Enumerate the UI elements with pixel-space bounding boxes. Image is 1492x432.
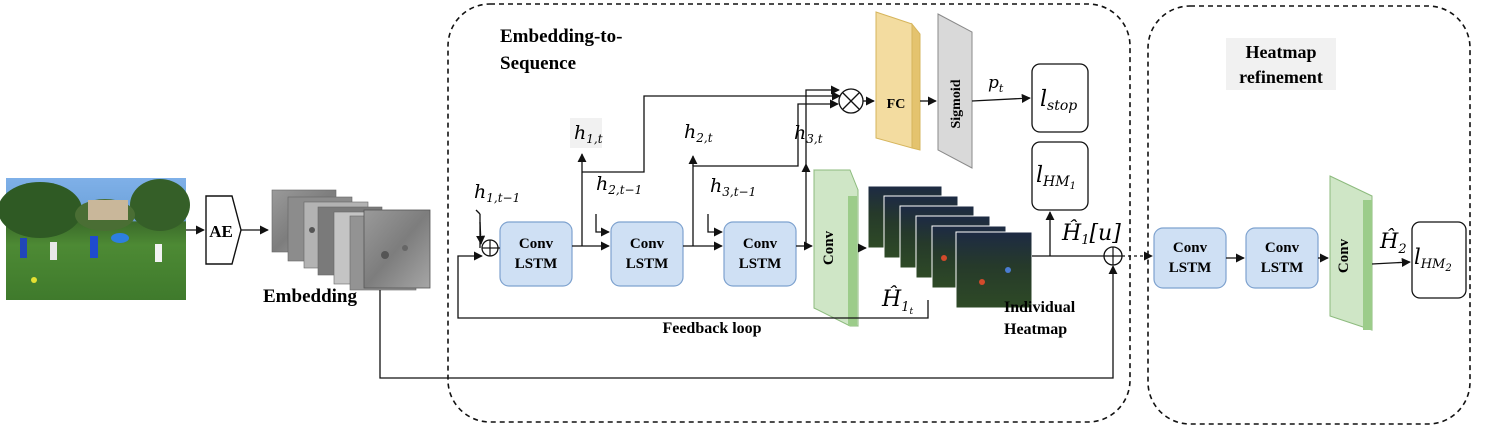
convlstm-block-2: Conv LSTM [610,221,684,287]
svg-text:Conv: Conv [630,236,665,252]
lstop-box [1031,63,1089,133]
h2tm1-label: h2,t−1 [596,173,642,197]
feedback-loop-label: Feedback loop [662,320,761,337]
pt-label: pt [988,73,1004,95]
connections [186,85,1411,379]
refine-title-bg [1226,38,1336,90]
input-image [0,178,190,300]
conv-layer-main: Conv [813,169,859,327]
embedding-stack [271,189,431,291]
H1u-label: Ĥ1[u] [1061,219,1121,248]
svg-text:LSTM: LSTM [626,256,669,272]
svg-text:LSTM: LSTM [515,256,558,272]
lhm1-label: lHM1 [1036,163,1076,192]
heatmap-refinement-region [1147,5,1471,425]
svg-text:LSTM: LSTM [1261,260,1304,276]
refine-title-line2: refinement [1239,67,1323,87]
embedding-to-sequence-region [447,3,1131,423]
lhm1-box [1031,141,1089,211]
svg-text:Conv: Conv [743,236,778,252]
svg-text:Conv: Conv [1265,240,1300,256]
h3tm1-label: h3,t−1 [710,175,756,199]
sigmoid-layer: Sigmoid [937,13,973,169]
convlstm-block-3: Conv LSTM [723,221,797,287]
svg-text:LSTM: LSTM [1169,260,1212,276]
lhm2-label: lHM2 [1414,245,1452,274]
individual-heatmap-stack [867,185,1033,309]
refine-title-line1: Heatmap [1246,42,1317,62]
circle-times-icon [838,88,864,114]
fc-layer: FC [875,11,921,151]
e2s-title-line2: Sequence [500,53,576,74]
ae-label: AE [209,222,233,241]
h3t-label: h3,t [794,122,823,146]
svg-text:LSTM: LSTM [739,256,782,272]
h2t-label: h2,t [684,121,713,145]
svg-text:Conv: Conv [519,236,554,252]
lstop-label: lstop [1040,87,1077,114]
ae-block [205,195,242,265]
svg-text:FC: FC [887,97,906,112]
lhm2-box [1411,221,1467,299]
svg-text:Conv: Conv [1173,240,1208,256]
individual-label-line2: Heatmap [1004,321,1067,338]
circle-plus-icon [481,239,499,257]
convlstm-block-1: Conv LSTM [499,221,573,287]
embedding-label: Embedding [263,286,357,307]
svg-text:Conv: Conv [1336,238,1352,273]
svg-text:Sigmoid: Sigmoid [949,79,964,128]
conv-layer-refine: Conv [1329,175,1373,331]
e2s-title-line1: Embedding-to- [500,26,622,47]
H1t-label: Ĥ1t [881,285,913,317]
convlstm-block-refine-2: Conv LSTM [1245,227,1319,289]
H2-label: Ĥ2 [1379,229,1407,257]
h1t-label: h1,t [574,122,603,146]
svg-text:Conv: Conv [821,230,837,265]
circle-plus-icon-merge [1103,246,1123,266]
h1t-bg [570,118,602,148]
h1tm1-label: h1,t−1 [474,181,520,205]
individual-label-line1: Individual [1004,299,1076,316]
convlstm-block-refine-1: Conv LSTM [1153,227,1227,289]
